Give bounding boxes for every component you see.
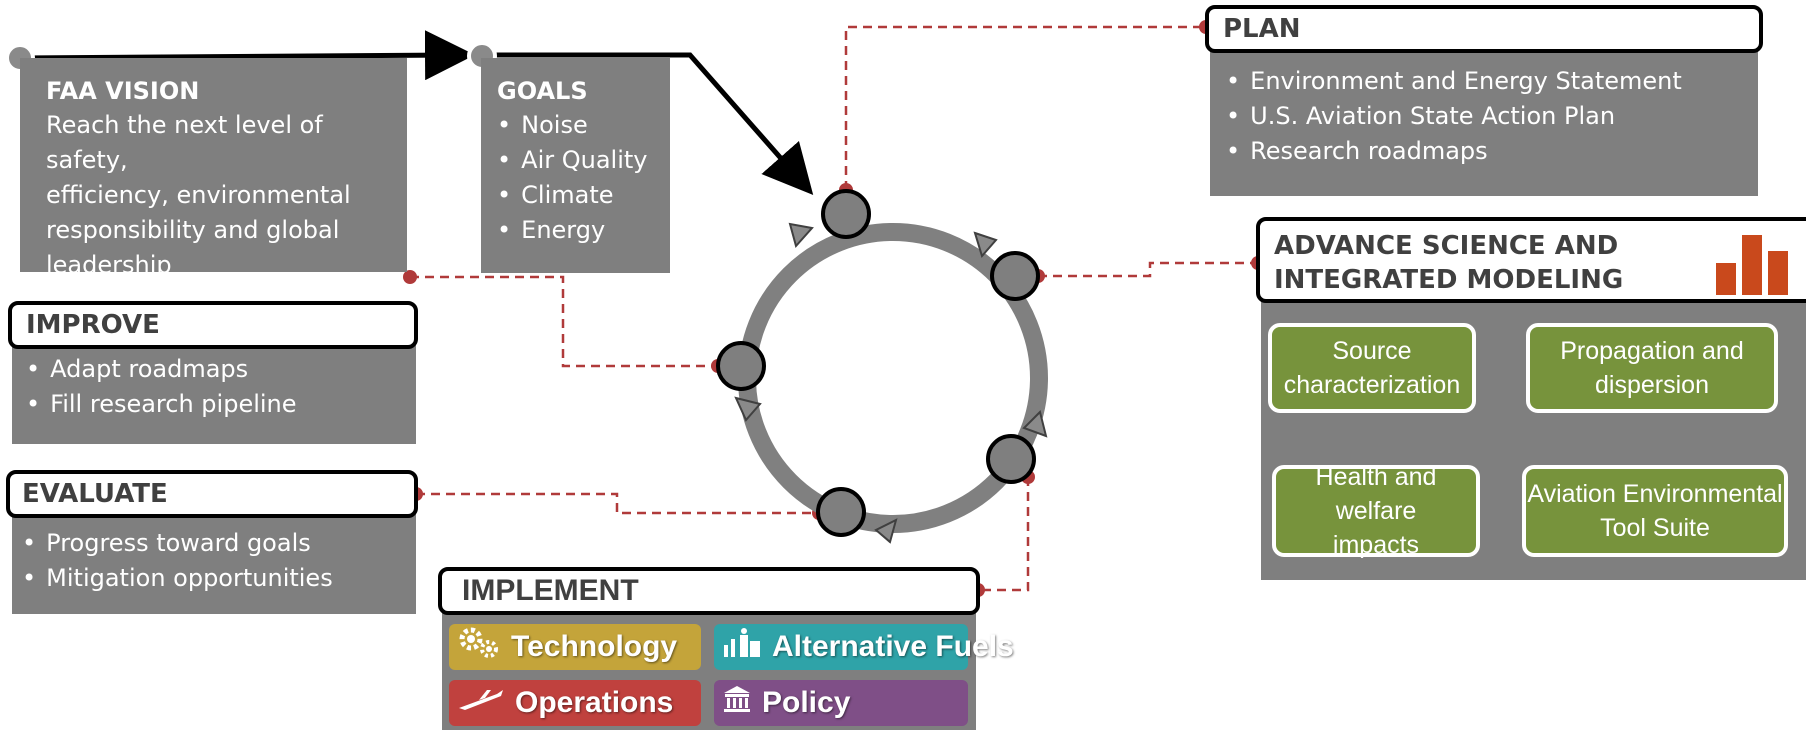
improve-header: IMPROVE [8, 301, 418, 349]
improve-panel: Adapt roadmaps Fill research pipeline [12, 338, 416, 444]
cycle-node-improve [716, 341, 766, 391]
ring-arrowhead-2 [1022, 410, 1048, 438]
goals-title: GOALS [497, 77, 588, 105]
cycle-node-evaluate [816, 487, 866, 537]
vision-title: FAA VISION [46, 77, 200, 105]
vision-panel: FAA VISION Reach the next level of safet… [20, 58, 407, 279]
airplane-icon [457, 686, 505, 720]
plan-panel: Environment and Energy Statement U.S. Av… [1210, 40, 1758, 196]
goals-connector [410, 275, 718, 368]
ring-arrowhead-5 [788, 222, 814, 249]
capitol-building-icon [722, 684, 752, 722]
goal-item: Noise [497, 108, 670, 143]
implement-header: IMPLEMENT [438, 567, 980, 615]
advance-header: ADVANCE SCIENCE AND INTEGRATED MODELING [1256, 217, 1806, 303]
implement-connector [978, 477, 1030, 592]
flow-box-text: Tool Suite [1600, 514, 1710, 542]
operations-button[interactable]: Operations [449, 680, 701, 726]
evaluate-panel: Progress toward goals Mitigation opportu… [12, 510, 416, 614]
implement-title: IMPLEMENT [462, 574, 639, 607]
alternative-fuels-button[interactable]: Alternative Fuels [714, 624, 1014, 670]
alternative-fuels-label: Alternative Fuels [772, 630, 1014, 663]
flow-box-health: Health and welfare impacts [1272, 463, 1480, 559]
policy-label: Policy [762, 686, 851, 719]
flow-box-propagation: Propagation and dispersion [1526, 323, 1778, 413]
vision-to-goals-arrow [19, 30, 475, 81]
improve-title: IMPROVE [26, 310, 160, 340]
policy-button[interactable]: Policy [714, 680, 968, 726]
evaluate-connector [416, 492, 819, 515]
flow-box-text: characterization [1283, 371, 1461, 399]
vision-line: leadership [46, 251, 172, 279]
flow-box-source: Source characterization [1268, 323, 1476, 413]
plan-header: PLAN [1205, 5, 1763, 53]
improve-item: Adapt roadmaps [26, 352, 416, 387]
plan-item: Research roadmaps [1226, 134, 1758, 169]
cycle-node-advance [990, 251, 1040, 301]
plan-item: Environment and Energy Statement [1226, 64, 1758, 99]
ring-arrowhead-3 [874, 518, 898, 544]
evaluate-header: EVALUATE [6, 470, 418, 518]
flow-box-text: Propagation and [1560, 337, 1744, 365]
bar-chart-icon [1716, 235, 1788, 295]
flow-box-text: impacts [1332, 531, 1420, 559]
goals-to-cycle-arrow [470, 52, 814, 196]
technology-button[interactable]: Technology [449, 624, 701, 670]
advance-connector [1038, 261, 1258, 278]
plan-connector [844, 25, 1206, 190]
flow-box-text: Health and welfare [1315, 463, 1437, 525]
technology-label: Technology [511, 630, 678, 663]
flow-box-text: Source [1332, 337, 1412, 365]
goals-panel: GOALS Noise Air Quality Climate Energy [481, 58, 670, 273]
ring-arrowhead-4 [734, 396, 762, 422]
cycle-ring [716, 189, 1048, 544]
evaluate-item: Mitigation opportunities [22, 561, 416, 596]
fuel-plant-icon [722, 627, 762, 667]
evaluate-title: EVALUATE [22, 479, 168, 509]
plan-title: PLAN [1223, 14, 1301, 44]
vision-line: responsibility and global [46, 216, 340, 244]
operations-label: Operations [515, 686, 674, 719]
plan-item: U.S. Aviation State Action Plan [1226, 99, 1758, 134]
flow-box-text: dispersion [1595, 371, 1709, 399]
ring-arrowhead-1 [973, 231, 998, 259]
advance-title-line: ADVANCE SCIENCE AND [1274, 231, 1619, 261]
evaluate-item: Progress toward goals [22, 526, 416, 561]
flow-box-text: Aviation Environmental [1527, 480, 1783, 508]
cycle-node-plan [821, 189, 871, 239]
vision-line: Reach the next level of safety, [46, 111, 323, 174]
vision-line: efficiency, environmental [46, 181, 351, 209]
improve-item: Fill research pipeline [26, 387, 416, 422]
goal-item: Climate [497, 178, 670, 213]
advance-title-line: INTEGRATED MODELING [1274, 265, 1624, 295]
goal-item: Air Quality [497, 143, 670, 178]
cycle-node-implement [986, 434, 1036, 484]
gears-icon [457, 625, 501, 669]
goal-item: Energy [497, 213, 670, 248]
